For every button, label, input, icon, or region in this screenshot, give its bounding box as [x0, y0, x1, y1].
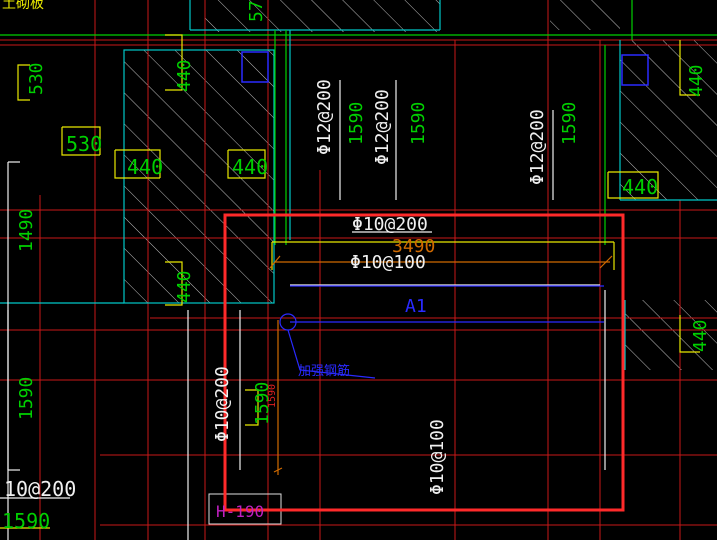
hatched-regions	[124, 0, 717, 370]
bar-phi10-200-vertical: Φ10@200	[212, 366, 233, 442]
elevation-tag-label: H-190	[216, 502, 264, 521]
dim-440-right-mid: 440	[690, 319, 711, 352]
white-rebar-lines	[0, 80, 606, 540]
dim-440-mid-a: 440	[127, 155, 163, 179]
cyan-wall-outlines	[0, 0, 717, 370]
dim-1590-center-b: 1590	[408, 102, 429, 145]
orange-dimension-line	[269, 255, 613, 475]
top-number-label: 57	[246, 0, 267, 22]
hatch-region-left-column	[124, 50, 274, 303]
dim-440-top-left: 440	[174, 59, 195, 92]
dim-1590-center-a: 1590	[346, 102, 367, 145]
top-left-note: 土砌板	[2, 0, 44, 12]
dim-1490-left: 1490	[16, 209, 37, 252]
dim-530-mid: 530	[66, 132, 102, 156]
bar-phi12-200-c: Φ12@200	[527, 109, 548, 185]
dim-1590-bottom: 1590	[2, 509, 50, 533]
dim-530-left: 530	[26, 62, 47, 95]
bar-phi12-200-b: Φ12@200	[372, 89, 393, 165]
bar-10-200-bottom: 10@200	[4, 477, 76, 501]
blue-slab-lines	[241, 51, 649, 379]
hatch-region-top-right	[550, 0, 620, 30]
zone-a1-label: A1	[405, 296, 427, 317]
bar-phi10-100-horizontal: Φ10@100	[350, 252, 426, 273]
highlight-selection-box[interactable]	[223, 213, 625, 512]
hatch-region-right-column	[620, 40, 717, 200]
dim-440-top-right: 440	[686, 64, 707, 97]
dim-1590-small-red: 1590	[267, 384, 278, 408]
dim-440-mid-b: 440	[232, 155, 268, 179]
dim-1590-left: 1590	[16, 377, 37, 420]
hatch-region-right-lower	[625, 300, 717, 370]
dim-440-lower: 440	[174, 270, 195, 303]
green-structure-lines	[0, 0, 717, 245]
dim-3490: 3490	[392, 236, 435, 257]
dim-1590-lower: 1590	[252, 382, 273, 425]
dim-1590-center-c: 1590	[559, 102, 580, 145]
callout-note: 加强钢筋	[298, 363, 350, 379]
text-labels: 土砌板 57 530 530 440 440 440 440 440 440 4…	[2, 0, 711, 533]
bar-phi10-200-top: Φ10@200	[352, 214, 428, 235]
hatch-region-top-center	[205, 0, 440, 32]
bar-phi10-100-vertical: Φ10@100	[427, 419, 448, 495]
bar-phi12-200-a: Φ12@200	[314, 79, 335, 155]
yellow-dimension-brackets	[0, 34, 700, 529]
dim-440-right-low: 440	[622, 175, 658, 199]
